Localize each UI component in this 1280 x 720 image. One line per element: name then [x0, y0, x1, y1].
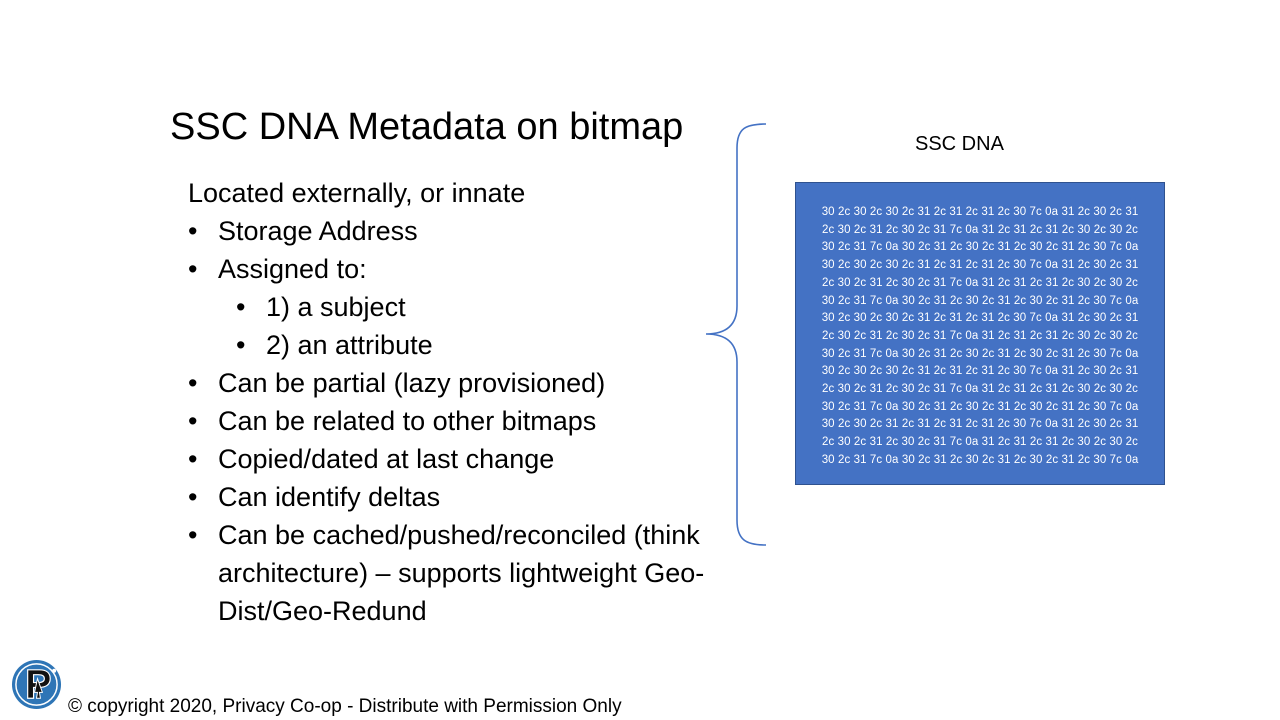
dna-hex-line: 30 2c 30 2c 30 2c 31 2c 31 2c 31 2c 30 7… — [821, 206, 1139, 218]
dna-hex-block: 30 2c 30 2c 30 2c 31 2c 31 2c 31 2c 30 7… — [795, 182, 1165, 485]
bullet-dot: • — [188, 482, 198, 512]
bullet-item: • Can be cached/pushed/reconciled (think … — [188, 516, 708, 630]
dna-hex-line: 30 2c 31 7c 0a 30 2c 31 2c 30 2c 31 2c 3… — [821, 347, 1139, 360]
dna-hex-line: 30 2c 30 2c 30 2c 31 2c 31 2c 31 2c 30 7… — [821, 312, 1139, 325]
dna-hex-line: 2c 30 2c 31 2c 30 2c 31 7c 0a 31 2c 31 2… — [822, 223, 1138, 236]
bullet-text: Can be cached/pushed/reconciled (think a… — [218, 520, 705, 626]
sub-bullet-item: • 1) a subject — [188, 288, 708, 326]
bullet-list: • Storage Address • Assigned to: • 1) a subje… — [188, 212, 708, 630]
dna-hex-line: 30 2c 31 7c 0a 30 2c 31 2c 30 2c 31 2c 3… — [821, 241, 1139, 254]
curly-brace-icon — [705, 123, 767, 546]
dna-hex-line: 2c 30 2c 31 2c 30 2c 31 7c 0a 31 2c 31 2… — [822, 329, 1138, 342]
dna-hex-line: 30 2c 31 7c 0a 30 2c 31 2c 30 2c 31 2c 3… — [821, 453, 1139, 466]
bullet-text: Can be related to other bitmaps — [218, 406, 597, 436]
dna-hex-line: 30 2c 30 2c 30 2c 31 2c 31 2c 31 2c 30 7… — [821, 259, 1139, 272]
dna-hex-line: 30 2c 30 2c 31 2c 31 2c 31 2c 31 2c 30 7… — [821, 418, 1139, 431]
bullet-text: 2) an attribute — [266, 330, 433, 360]
bullet-text: Can identify deltas — [218, 482, 441, 512]
bullet-dot: • — [188, 216, 198, 246]
bullet-dot: • — [236, 330, 246, 360]
dna-hex-line: 2c 30 2c 31 2c 30 2c 31 7c 0a 31 2c 31 2… — [822, 383, 1138, 396]
bullet-item: • Storage Address — [188, 212, 708, 250]
dna-label: SSC DNA — [915, 133, 1004, 155]
dna-hex-line: 30 2c 30 2c 30 2c 31 2c 31 2c 31 2c 30 7… — [821, 365, 1139, 378]
bullet-text: Assigned to: — [218, 254, 367, 284]
intro-text: Located externally, or innate — [188, 178, 526, 208]
privacy-coop-logo-icon — [11, 659, 62, 710]
bullet-text: Storage Address — [218, 216, 418, 246]
bullet-item: • Assigned to: — [188, 250, 708, 288]
bullet-dot: • — [236, 292, 246, 322]
dna-hex-line: 30 2c 31 7c 0a 30 2c 31 2c 30 2c 31 2c 3… — [821, 294, 1139, 307]
dna-hex-line: 2c 30 2c 31 2c 30 2c 31 7c 0a 31 2c 31 2… — [822, 276, 1138, 289]
bullet-dot: • — [188, 406, 198, 436]
bullet-dot: • — [188, 520, 198, 550]
bullet-dot: • — [188, 368, 198, 398]
bullet-item: • Can be related to other bitmaps — [188, 402, 708, 440]
bullet-item: • Copied/dated at last change — [188, 440, 708, 478]
bullet-text: Copied/dated at last change — [218, 444, 555, 474]
bullet-text: Can be partial (lazy provisioned) — [218, 368, 606, 398]
bullet-dot: • — [188, 254, 198, 284]
bullet-content: Located externally, or innate • Storage A… — [188, 174, 708, 630]
dna-hex-line: 2c 30 2c 31 2c 30 2c 31 7c 0a 31 2c 31 2… — [822, 436, 1138, 449]
slide-title: SSC DNA Metadata on bitmap — [170, 106, 684, 148]
dna-hex-line: 30 2c 31 7c 0a 30 2c 31 2c 30 2c 31 2c 3… — [821, 400, 1139, 413]
bullet-item: • Can identify deltas — [188, 478, 708, 516]
copyright-footer: © copyright 2020, Privacy Co-op - Distri… — [68, 696, 622, 717]
bullet-dot: • — [188, 444, 198, 474]
bullet-text: 1) a subject — [266, 292, 406, 322]
sub-bullet-item: • 2) an attribute — [188, 326, 708, 364]
bullet-item: • Can be partial (lazy provisioned) — [188, 364, 708, 402]
